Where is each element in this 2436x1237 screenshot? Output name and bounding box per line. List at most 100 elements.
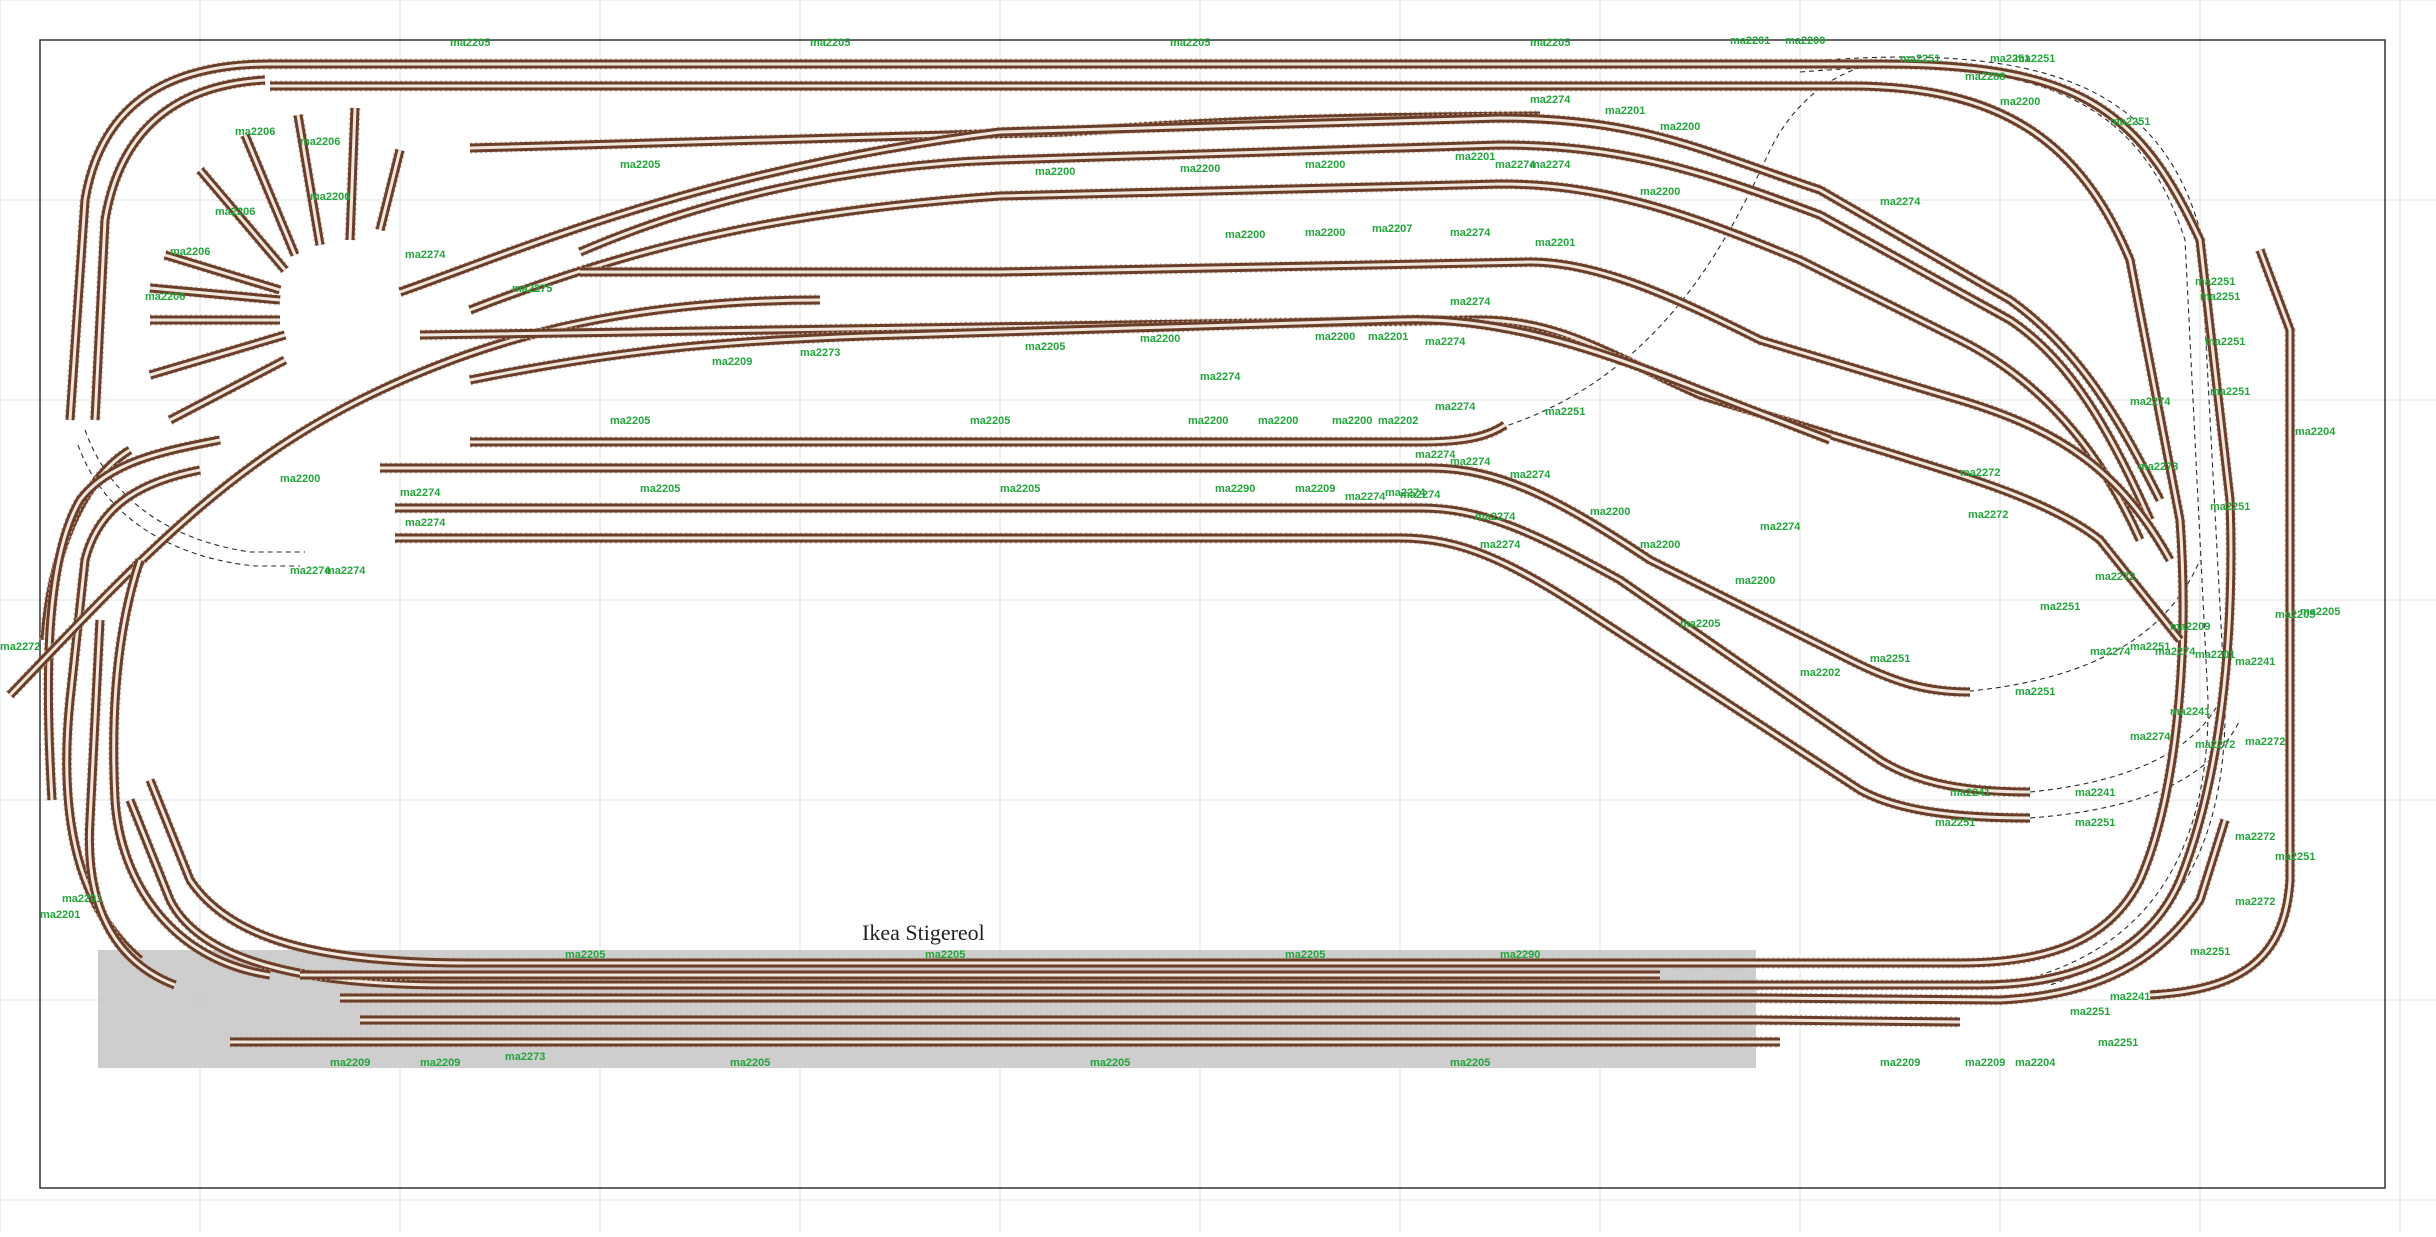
- track-yard-2-rails: [340, 819, 2227, 1002]
- track-middle-4-bed: [395, 533, 2031, 823]
- part-label: ma2274: [1760, 521, 1801, 533]
- part-label: ma2272: [2245, 736, 2285, 748]
- track-west-curve-1: [64, 58, 271, 421]
- part-label: ma2209: [420, 1057, 460, 1069]
- ikea-zone: [98, 950, 1756, 1068]
- part-label: ma2273: [505, 1051, 545, 1063]
- part-label: ma2251: [2210, 501, 2250, 513]
- part-label: ma2201: [1535, 237, 1575, 249]
- track-middle-1: [470, 420, 1509, 448]
- part-label: ma2275: [512, 283, 552, 295]
- part-label: ma2201: [1605, 105, 1645, 117]
- part-label: ma2274: [1450, 456, 1491, 468]
- part-label: ma2201: [40, 909, 80, 921]
- part-label: ma2209: [712, 356, 752, 368]
- track-upper-line-4: [468, 178, 2146, 543]
- track-middle-3: [395, 502, 2031, 798]
- part-label: ma2205: [810, 37, 850, 49]
- part-label: ma2274: [1510, 469, 1551, 481]
- track-west-curve-1-rails: [68, 62, 271, 421]
- part-label: ma2241: [2170, 706, 2210, 718]
- track-inner-west-bed: [109, 558, 271, 980]
- part-label: ma2206: [170, 246, 210, 258]
- part-label: ma2205: [2300, 606, 2340, 618]
- track-upper-line-4-rails: [469, 182, 2142, 541]
- track-east-outer: [2149, 248, 2296, 1001]
- roundhouse-spur-4-rails: [198, 169, 287, 271]
- part-label: ma2200: [1735, 575, 1775, 587]
- part-label: ma2274: [1530, 159, 1571, 171]
- track-upper-line-3-rails: [419, 318, 2182, 641]
- track-upper-line-3-tie: [419, 314, 2185, 644]
- part-label: ma2206: [235, 126, 275, 138]
- track-main-loop-2-bed: [145, 81, 2188, 968]
- part-label: ma2200: [1590, 506, 1630, 518]
- part-label: ma2205: [925, 949, 965, 961]
- part-label: ma2251: [2195, 276, 2235, 288]
- part-label: ma2200: [1258, 415, 1298, 427]
- track-upper-line-6-rails: [469, 318, 1831, 442]
- track-upper-line-5-tie: [580, 256, 2175, 563]
- track-east-outer-rails: [2149, 249, 2292, 997]
- hidden-track-spiral: [1499, 59, 1901, 429]
- track-middle-1-bed: [470, 421, 1508, 447]
- part-label: ma2251: [1545, 406, 1585, 418]
- track-middle-3-tie: [395, 502, 2031, 798]
- part-label: ma2272: [2095, 571, 2135, 583]
- part-label: ma2274: [1450, 227, 1491, 239]
- part-label: ma2201: [2195, 649, 2235, 661]
- baseboard-outline: [39, 39, 2386, 1189]
- part-label: ma2205: [730, 1057, 770, 1069]
- track-west-curve-2-rails: [93, 78, 266, 421]
- part-label: ma2251: [1990, 53, 2030, 65]
- track-west-curve-2: [89, 74, 266, 421]
- part-label: ma2202: [1378, 415, 1418, 427]
- part-label: ma2274: [2090, 646, 2131, 658]
- part-label: ma2274: [1200, 371, 1241, 383]
- part-label: ma2274: [1400, 489, 1441, 501]
- track-loop-west-4: [83, 619, 178, 991]
- part-label: ma2274: [1480, 539, 1521, 551]
- part-label: ma2272: [2235, 896, 2275, 908]
- part-label: ma2290: [1500, 949, 1540, 961]
- roundhouse-spur-7-rails: [348, 107, 357, 241]
- part-label: ma2200: [2000, 96, 2040, 108]
- track-middle-3-rails: [395, 506, 2031, 794]
- roundhouse-spur-3-rails: [164, 253, 281, 292]
- part-label: ma2204: [2295, 426, 2336, 438]
- part-label: ma2205: [450, 37, 490, 49]
- track-middle-4-tie: [395, 532, 2031, 824]
- part-label: ma2274: [325, 565, 366, 577]
- track-upper-line-5-rails: [580, 260, 2172, 561]
- track-inner-west-rails: [112, 559, 271, 977]
- part-label: ma2200: [1305, 159, 1345, 171]
- part-label: ma2241: [1950, 787, 1990, 799]
- part-label: ma2290: [1215, 483, 1255, 495]
- part-label: ma2200: [1305, 227, 1345, 239]
- roundhouse-spur-3: [163, 249, 282, 296]
- part-label: ma2274: [1345, 491, 1386, 503]
- part-label: ma2201: [1730, 35, 1770, 47]
- track-middle-3-bed: [395, 503, 2031, 797]
- part-label: ma2251: [1935, 817, 1975, 829]
- part-label: ma2200: [1640, 539, 1680, 551]
- track-inner-loop-west-rails: [46, 438, 221, 801]
- part-label: ma2200: [1785, 35, 1825, 47]
- track-upper-line-3-bed: [419, 315, 2184, 643]
- roundhouse-spur-10-rails: [169, 358, 286, 422]
- part-label: ma2205: [640, 483, 680, 495]
- part-label: ma2274: [2155, 646, 2196, 658]
- roundhouse-spur-6-rails: [296, 114, 322, 246]
- track-upper-line-6: [468, 314, 1832, 446]
- part-label: ma2251: [2205, 336, 2245, 348]
- roundhouse-spur-5: [239, 132, 301, 258]
- track-loop-west-4-rails: [87, 619, 176, 987]
- part-label: ma2209: [1880, 1057, 1920, 1069]
- ikea-zone-label: Ikea Stigereol: [862, 920, 985, 945]
- part-label: ma2273: [2138, 461, 2178, 473]
- track-loop-west-3: [61, 464, 202, 965]
- track-yard-2: [340, 818, 2231, 1006]
- part-label: ma2209: [1295, 483, 1335, 495]
- part-label: ma2204: [2015, 1057, 2056, 1069]
- part-label: ma2205: [1170, 37, 1210, 49]
